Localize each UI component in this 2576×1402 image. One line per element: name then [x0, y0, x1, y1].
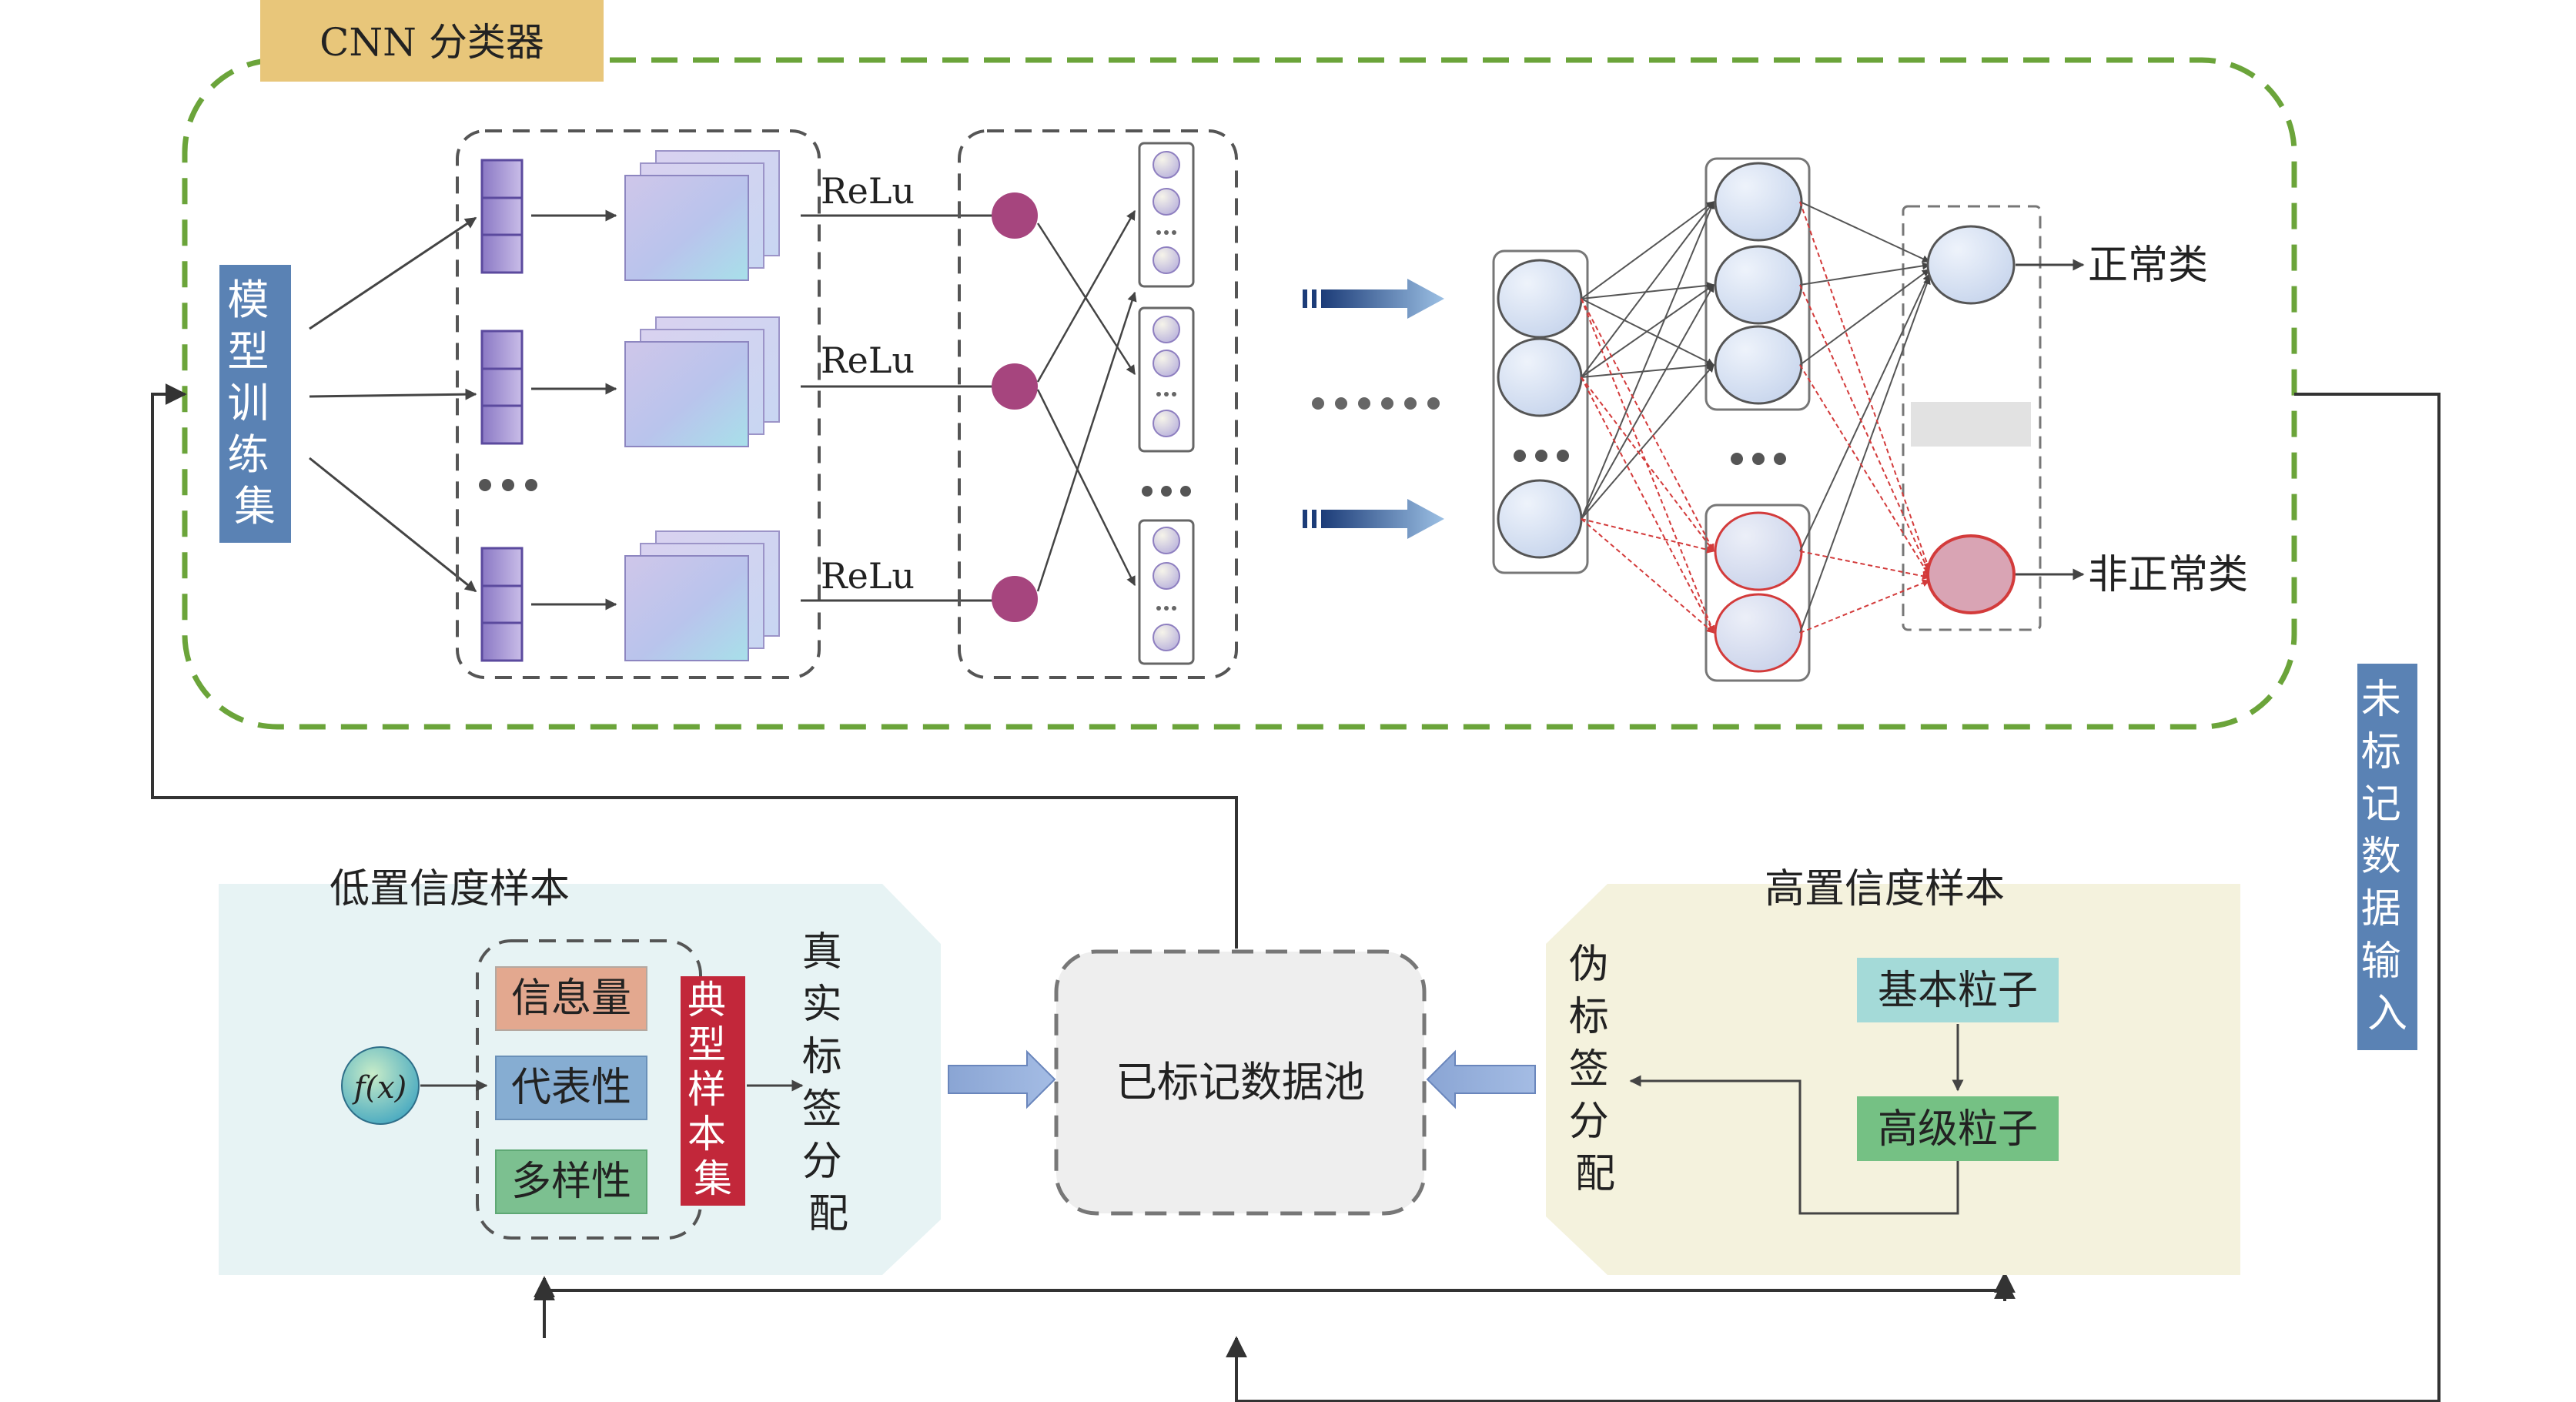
- training-set-label: 模 型 训 练 集: [219, 265, 291, 543]
- fx-node: f(x): [341, 1046, 420, 1125]
- pool-neuron: [992, 363, 1038, 410]
- typical-char: 型: [687, 1022, 726, 1067]
- high-conf-title: 高置信度样本: [1765, 866, 2005, 912]
- small-neuron-group-3: [1138, 519, 1195, 665]
- pseudo-label-char: 配: [1575, 1151, 1615, 1197]
- pool-neuron: [992, 576, 1038, 622]
- true-label-char: 分: [802, 1139, 842, 1185]
- output-layer-frame: [1902, 205, 2042, 631]
- criteria-repr-label: 代表性: [511, 1065, 631, 1111]
- advanced-granule: 高级粒子: [1857, 1096, 2059, 1161]
- input-arrows: [309, 216, 477, 593]
- training-set-char: 型: [227, 327, 269, 376]
- true-label-char: 标: [802, 1034, 842, 1080]
- criteria-info: 信息量: [495, 966, 647, 1031]
- criteria-diversity-label: 多样性: [511, 1159, 631, 1205]
- pseudo-label-char: 分: [1569, 1099, 1609, 1145]
- output-label-abnormal: 非正常类: [2088, 552, 2248, 598]
- fc-layer-2-nodes: [1714, 162, 1803, 673]
- advanced-granule-label: 高级粒子: [1878, 1106, 2038, 1153]
- true-label-char: 真: [802, 929, 842, 975]
- unlabeled-input-label: 未 标 记 数 据 输 入: [2357, 664, 2417, 1050]
- flow-ellipsis: [1312, 397, 1440, 410]
- unlabeled-char: 入: [2367, 991, 2407, 1037]
- conv-row-2: [480, 316, 780, 447]
- typical-set-label: 典 型 样 本 集: [681, 976, 745, 1206]
- high-conf-panel: [1546, 884, 2240, 1275]
- criteria-diversity: 多样性: [495, 1149, 647, 1214]
- flow-arrow-top: [1303, 279, 1444, 319]
- relu-label-2: ReLu: [821, 340, 915, 381]
- pool-in-arrow-left: [948, 1049, 1056, 1109]
- criteria-info-label: 信息量: [511, 975, 631, 1022]
- fx-label: f(x): [352, 1070, 407, 1106]
- training-set-char: 练: [227, 430, 269, 479]
- fc-connections-1: [1581, 201, 1715, 634]
- conv-block-frame: [456, 129, 821, 679]
- true-label-text: 真 实 标 签 分 配: [802, 929, 855, 1237]
- training-set-text: 模 型 训 练 集: [227, 276, 282, 530]
- unlabeled-char: 数: [2361, 834, 2401, 880]
- pseudo-label-char: 标: [1569, 994, 1609, 1040]
- fc-layer-1: [1492, 249, 1589, 574]
- conv-ellipsis: [479, 479, 537, 491]
- typical-char: 集: [694, 1156, 732, 1201]
- low-conf-title: 低置信度样本: [330, 866, 570, 912]
- basic-granule-label: 基本粒子: [1878, 968, 2038, 1014]
- output-label-normal: 正常类: [2088, 243, 2208, 289]
- pseudo-label-char: 签: [1569, 1046, 1609, 1092]
- training-set-char: 模: [227, 276, 269, 324]
- relu-label-3: ReLu: [821, 555, 915, 597]
- flow-arrow-bottom: [1303, 499, 1444, 539]
- pseudo-label-text: 伪 标 签 分 配: [1569, 942, 1622, 1197]
- fc-connections-2: [1799, 201, 1931, 634]
- cnn-title-tag: CNN 分类器: [260, 0, 604, 82]
- pool-neuron: [992, 192, 1038, 239]
- true-label-char: 实: [802, 982, 842, 1028]
- labeled-pool: [1054, 949, 1427, 1216]
- small-neuron-group-2: [1138, 306, 1195, 453]
- cnn-title: CNN 分类器: [319, 20, 544, 65]
- typical-char: 本: [687, 1112, 726, 1156]
- unlabeled-char: 标: [2361, 729, 2401, 775]
- fc-layer-2-bottom: [1705, 504, 1811, 682]
- training-set-char: 集: [234, 482, 276, 530]
- output-separator: [1911, 402, 2031, 447]
- small-neuron-group-1: [1138, 142, 1195, 288]
- pool-block-frame: [958, 129, 1238, 679]
- output-node-normal: [1926, 225, 2016, 305]
- unlabeled-char: 据: [2361, 886, 2401, 932]
- relu-label-1: ReLu: [821, 170, 915, 212]
- labeled-pool-label: 已标记数据池: [1116, 1058, 1365, 1106]
- basic-granule: 基本粒子: [1857, 958, 2059, 1022]
- pool-in-arrow-right: [1426, 1049, 1536, 1109]
- unlabeled-input-text: 未 标 记 数 据 输 入: [2361, 677, 2414, 1037]
- output-node-abnormal: [1926, 534, 2016, 614]
- training-set-char: 训: [227, 379, 269, 427]
- conv-row-3: [480, 530, 780, 662]
- pool-cross-lines: [1036, 209, 1137, 592]
- pseudo-label-char: 伪: [1569, 942, 1609, 988]
- true-label-char: 配: [808, 1191, 848, 1237]
- typical-set-text: 典 型 样 本 集: [687, 978, 738, 1201]
- unlabeled-char: 记: [2361, 781, 2401, 828]
- relu-lines: [801, 214, 996, 602]
- typical-char: 典: [687, 978, 726, 1022]
- unlabeled-char: 输: [2361, 939, 2401, 985]
- small-neuron-group-ellipsis: [1142, 486, 1191, 497]
- unlabeled-char: 未: [2361, 677, 2401, 723]
- conv-row-1: [480, 150, 780, 281]
- pool-neurons: [992, 192, 1038, 622]
- criteria-repr: 代表性: [495, 1056, 647, 1120]
- true-label-char: 签: [802, 1086, 842, 1133]
- typical-char: 样: [687, 1067, 726, 1112]
- granule-feedback-line: [1629, 1075, 1959, 1215]
